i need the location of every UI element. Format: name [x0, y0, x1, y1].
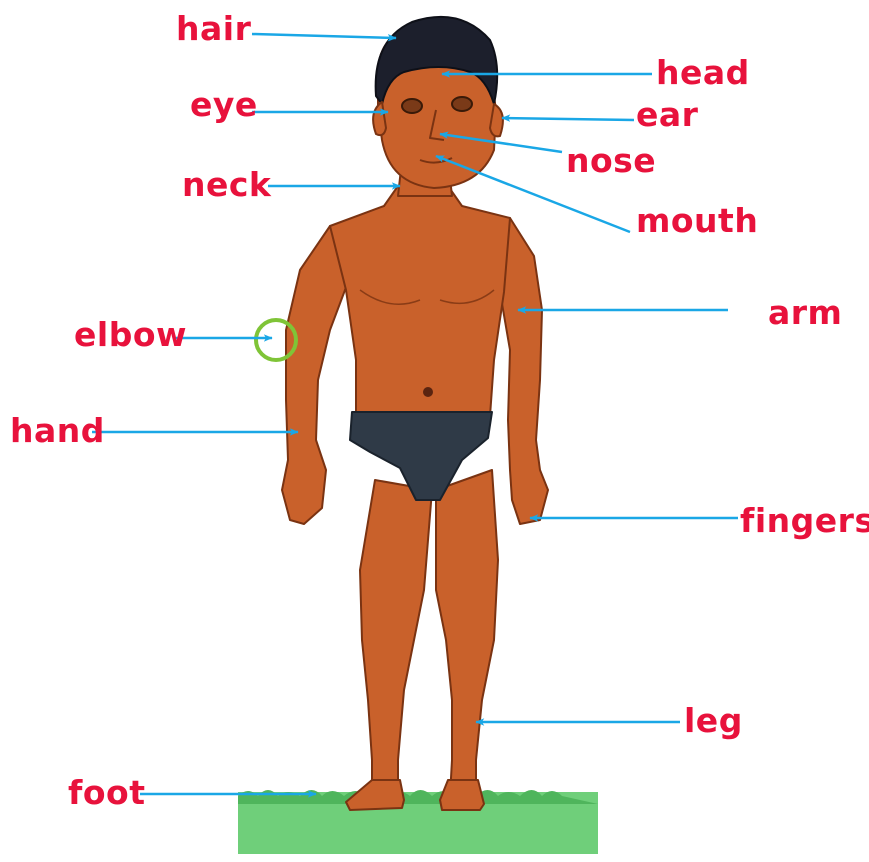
label-ear: ear	[636, 95, 699, 134]
boy-figure	[282, 17, 548, 810]
label-hand: hand	[10, 411, 105, 450]
label-foot: foot	[68, 773, 145, 812]
left-foot	[346, 780, 404, 810]
left-eye	[402, 99, 422, 113]
label-head: head	[656, 53, 750, 92]
arrow-ear	[502, 118, 634, 120]
label-hair: hair	[176, 9, 252, 48]
torso	[330, 186, 510, 416]
label-fingers: fingers	[740, 501, 869, 540]
label-elbow: elbow	[74, 315, 187, 354]
grass-ground	[238, 790, 598, 854]
right-leg	[436, 470, 498, 796]
left-arm	[282, 226, 348, 524]
arrow-hair	[252, 34, 396, 38]
label-neck: neck	[182, 165, 272, 204]
label-arm: arm	[768, 293, 842, 332]
left-leg	[360, 480, 432, 796]
label-mouth: mouth	[636, 201, 758, 240]
right-foot	[440, 780, 484, 810]
navel	[423, 387, 433, 397]
label-nose: nose	[566, 141, 656, 180]
label-leg: leg	[684, 701, 743, 740]
label-eye: eye	[190, 85, 258, 124]
right-eye	[452, 97, 472, 111]
